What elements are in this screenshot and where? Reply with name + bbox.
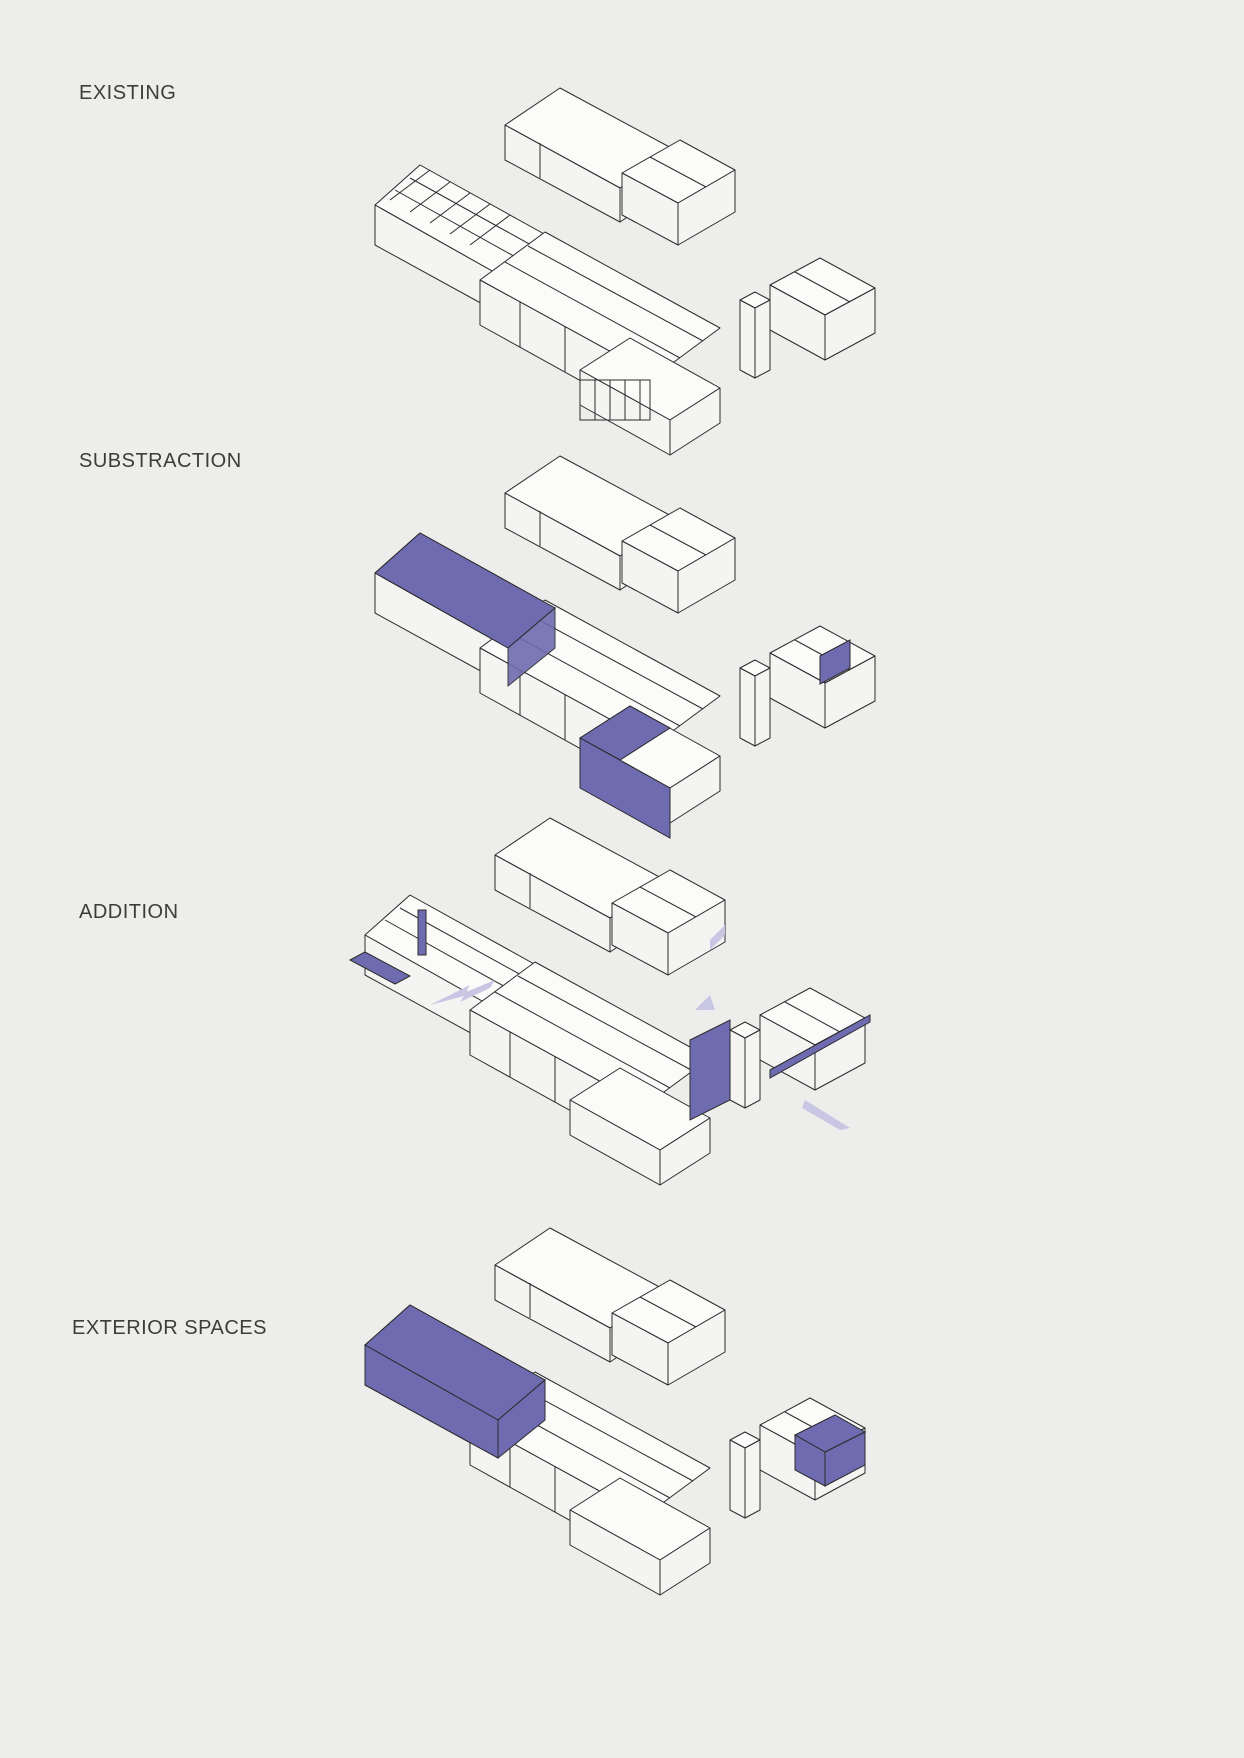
diagram-addition [348, 817, 871, 1186]
stage-label-substraction: SUBSTRACTION [79, 450, 242, 472]
highlight-substracted [374, 532, 851, 839]
diagram-existing [374, 87, 876, 456]
stage-label-existing: EXISTING [79, 82, 177, 104]
stage-label-addition: ADDITION [79, 901, 179, 923]
diagram-exterior-spaces [364, 1227, 867, 1596]
highlight-added [348, 909, 871, 1121]
highlight-exterior [364, 1304, 867, 1487]
direction-arrow [430, 925, 850, 1130]
diagram-substraction [374, 455, 876, 839]
stage-label-exterior-spaces: EXTERIOR SPACES [72, 1317, 267, 1339]
